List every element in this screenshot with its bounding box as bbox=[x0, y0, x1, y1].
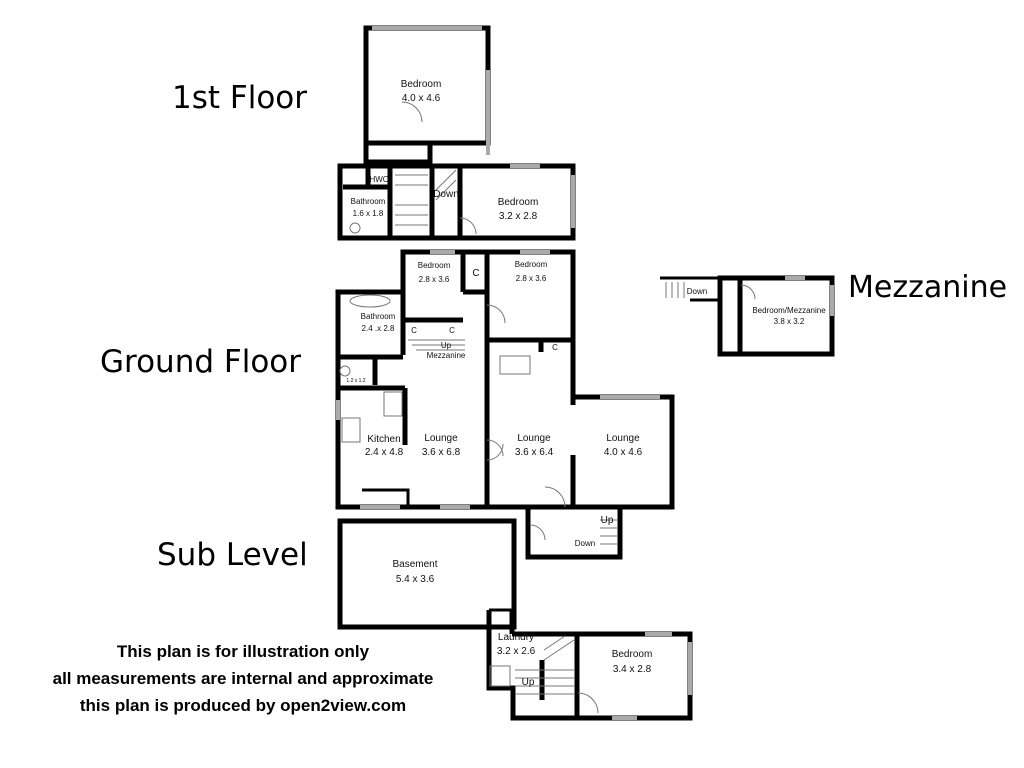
stairs-down-label: Down bbox=[687, 287, 707, 296]
room-name: Lounge bbox=[517, 433, 551, 444]
room-size: 3.2 x 2.8 bbox=[499, 211, 538, 222]
closet-label: C bbox=[411, 326, 417, 335]
first-floor-plan: Bedroom 4.0 x 4.6 HWC Down Bathroom 1.6 … bbox=[337, 25, 576, 241]
room-size: 4.0 x 4.6 bbox=[402, 93, 441, 104]
stairs-up-label: Up bbox=[522, 677, 535, 688]
sub-level-plan: Basement 5.4 x 3.6 Laundry 3.2 x 2.6 Up … bbox=[337, 518, 693, 721]
stairs-up-label: Up bbox=[601, 515, 614, 526]
room-size: 4.0 x 4.6 bbox=[604, 447, 643, 458]
room-name: Laundry bbox=[498, 632, 534, 643]
closet-label: C bbox=[552, 343, 558, 352]
disclaimer-line: this plan is produced by open2view.com bbox=[80, 696, 406, 715]
stairs-down-label: Down bbox=[433, 189, 459, 200]
room-size: 3.8 x 3.2 bbox=[774, 317, 805, 326]
room-size: 2.4 x 4.8 bbox=[365, 447, 404, 458]
room-name: Lounge bbox=[606, 433, 640, 444]
room-name: Bedroom bbox=[612, 649, 653, 660]
room-name: Bathroom bbox=[351, 197, 386, 206]
room-name: Basement bbox=[392, 559, 437, 570]
disclaimer-line: This plan is for illustration only bbox=[117, 642, 370, 661]
floor-title-mezzanine: Mezzanine bbox=[848, 270, 1007, 305]
floor-title-sub: Sub Level bbox=[157, 537, 308, 573]
room-size: 3.2 x 2.6 bbox=[497, 646, 536, 657]
room-name: Lounge bbox=[424, 433, 458, 444]
closet-label: C bbox=[449, 326, 455, 335]
room-name: Bedroom/Mezzanine bbox=[752, 306, 826, 315]
room-size: 1.6 x 1.8 bbox=[353, 209, 384, 218]
room-size: 3.4 x 2.8 bbox=[613, 664, 652, 675]
room-name: Bathroom bbox=[361, 312, 396, 321]
room-size: 2.8 x 3.6 bbox=[419, 275, 450, 284]
room-size: 3.6 x 6.4 bbox=[515, 447, 554, 458]
room-name: Kitchen bbox=[367, 434, 400, 445]
hwc-label: HWC bbox=[369, 175, 388, 184]
room-size: 3.6 x 6.8 bbox=[422, 447, 461, 458]
room-name: Bedroom bbox=[418, 261, 451, 270]
room-name: Bedroom bbox=[498, 197, 539, 208]
stairs-down-label: Down bbox=[575, 539, 595, 548]
room-size: 2.4 .x 2.8 bbox=[362, 324, 395, 333]
room-name: Bedroom bbox=[401, 79, 442, 90]
toilet-size: 1.2 x 1.2 bbox=[346, 378, 365, 384]
mezzanine-plan: Down Bedroom/Mezzanine 3.8 x 3.2 bbox=[660, 275, 835, 357]
floor-title-1st: 1st Floor bbox=[172, 80, 307, 116]
room-size: 2.8 x 3.6 bbox=[516, 274, 547, 283]
stairs-up-label: Up bbox=[441, 341, 452, 350]
ground-floor-plan: Bedroom 2.8 x 3.6 C C C C Bedroom 2.8 x … bbox=[335, 249, 675, 560]
room-size: 5.4 x 3.6 bbox=[396, 574, 435, 585]
closet-label: C bbox=[472, 268, 479, 279]
stairs-mezzanine-label: Mezzanine bbox=[427, 351, 466, 360]
disclaimer-line: all measurements are internal and approx… bbox=[53, 669, 434, 688]
floor-title-ground: Ground Floor bbox=[100, 344, 301, 380]
room-name: Bedroom bbox=[515, 260, 548, 269]
